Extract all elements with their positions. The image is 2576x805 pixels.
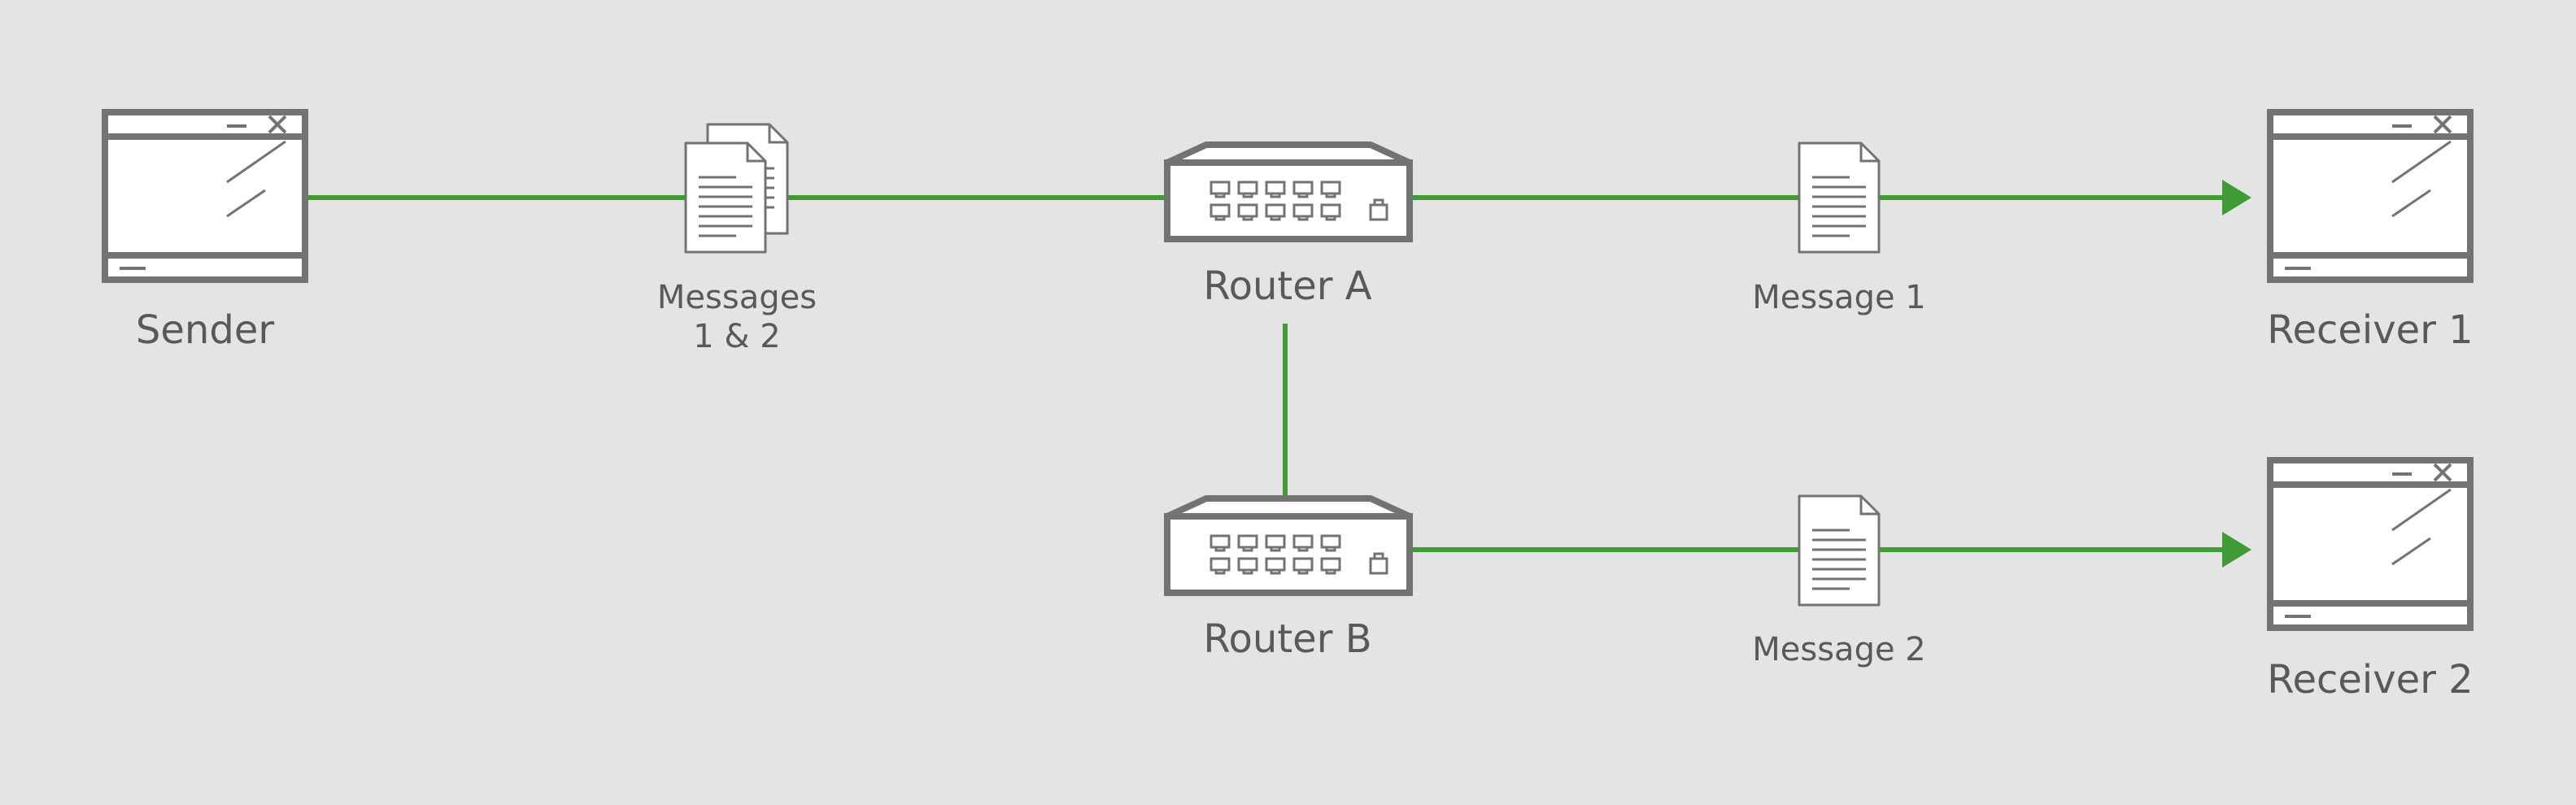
window-icon bbox=[2270, 460, 2470, 628]
router-icon bbox=[1167, 498, 1410, 593]
router-a-node: Router A bbox=[1167, 145, 1410, 309]
receiver-2-label: Receiver 2 bbox=[2267, 657, 2473, 703]
message-2-label: Message 2 bbox=[1752, 631, 1925, 668]
window-icon bbox=[105, 112, 305, 280]
document-icon bbox=[1798, 494, 1881, 607]
router-b-node: Router B bbox=[1167, 498, 1410, 662]
messages-1-2-label-line1: Messages bbox=[657, 279, 817, 316]
messages-1-2-label-line2: 1 & 2 bbox=[693, 318, 781, 355]
router-b-label: Router B bbox=[1203, 616, 1371, 662]
receiver-1-label: Receiver 1 bbox=[2267, 307, 2473, 353]
arrow-head-receiver-1 bbox=[2222, 180, 2251, 215]
message-1-label: Message 1 bbox=[1752, 279, 1925, 316]
receiver-1-node: Receiver 1 bbox=[2267, 112, 2473, 353]
message-1-node: Message 1 bbox=[1752, 141, 1926, 316]
router-a-label: Router A bbox=[1203, 263, 1371, 309]
message-2-node: Message 2 bbox=[1752, 494, 1926, 668]
arrow-head-receiver-2 bbox=[2222, 532, 2251, 568]
messages-1-2-node: Messages 1 & 2 bbox=[657, 123, 817, 355]
sender-label: Sender bbox=[136, 307, 274, 353]
window-icon bbox=[2270, 112, 2470, 280]
router-icon bbox=[1167, 145, 1410, 239]
document-icon bbox=[1798, 141, 1881, 254]
document-icon bbox=[684, 141, 767, 254]
receiver-2-node: Receiver 2 bbox=[2267, 460, 2473, 703]
sender-node: Sender bbox=[105, 112, 305, 353]
